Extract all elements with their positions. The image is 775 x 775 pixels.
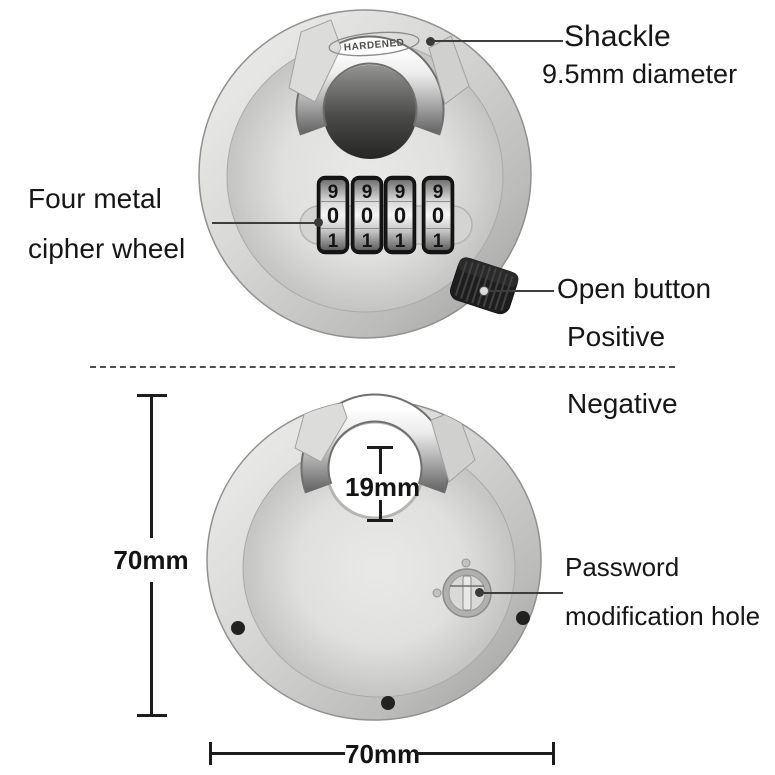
- negative-label: Negative: [567, 388, 678, 419]
- shackle-label: Shackle: [564, 20, 671, 53]
- password-hole-label-line1: Password: [565, 552, 680, 582]
- rivet-holes: [231, 611, 530, 710]
- cipher-wheel-1[interactable]: 9 0 1: [316, 175, 350, 255]
- shackle-leader-line: [433, 40, 563, 42]
- body-height-dimension-label: 70mm: [113, 545, 189, 575]
- svg-text:9: 9: [362, 182, 373, 203]
- shackle-diameter-label: 9.5mm diameter: [542, 59, 738, 89]
- svg-text:1: 1: [328, 231, 339, 252]
- shackle-leader-dot: [426, 37, 435, 46]
- cipher-wheel-leader-dot: [314, 218, 323, 227]
- open-button-leader-dot: [479, 286, 489, 296]
- cipher-wheel-2[interactable]: 9 0 1: [350, 175, 384, 255]
- front-rim-shoulders: [288, 19, 470, 105]
- password-hole-leader-line: [483, 592, 563, 594]
- shackle-opening-dimension-label: 19mm: [345, 472, 421, 502]
- cipher-wheel-label-line1: Four metal: [28, 183, 162, 214]
- svg-text:1: 1: [395, 231, 406, 252]
- cipher-wheel-label-line2: cipher wheel: [28, 233, 186, 264]
- cipher-wheel-4[interactable]: 9 0 1: [421, 175, 455, 255]
- cipher-wheel-leader-line: [212, 222, 316, 224]
- front-lock-illustration: HARDENED 9 0 1 9 0 1 9 0: [198, 9, 532, 339]
- svg-text:0: 0: [394, 203, 406, 228]
- open-button-leader-line: [488, 290, 554, 292]
- svg-text:0: 0: [361, 203, 373, 228]
- svg-text:9: 9: [328, 182, 339, 203]
- pin-dots: [432, 558, 471, 598]
- svg-text:1: 1: [433, 231, 444, 252]
- password-modification-hole[interactable]: [442, 568, 492, 618]
- hardened-stamp: HARDENED: [328, 31, 420, 57]
- front-shackle-opening: [323, 65, 417, 159]
- svg-text:1: 1: [362, 231, 373, 252]
- svg-text:HARDENED: HARDENED: [343, 37, 404, 53]
- svg-text:9: 9: [433, 182, 444, 203]
- back-lock-illustration: [206, 393, 542, 721]
- cipher-wheel-3[interactable]: 9 0 1: [383, 175, 417, 255]
- body-width-dimension-label: 70mm: [345, 739, 421, 769]
- positive-label: Positive: [567, 321, 666, 352]
- password-hole-leader-dot: [475, 588, 484, 597]
- svg-text:9: 9: [395, 182, 406, 203]
- password-hole-label-line2: modification hole: [565, 601, 761, 631]
- svg-text:0: 0: [432, 203, 444, 228]
- open-button-label: Open button: [557, 273, 712, 304]
- section-divider: [90, 366, 675, 368]
- svg-text:0: 0: [327, 203, 339, 228]
